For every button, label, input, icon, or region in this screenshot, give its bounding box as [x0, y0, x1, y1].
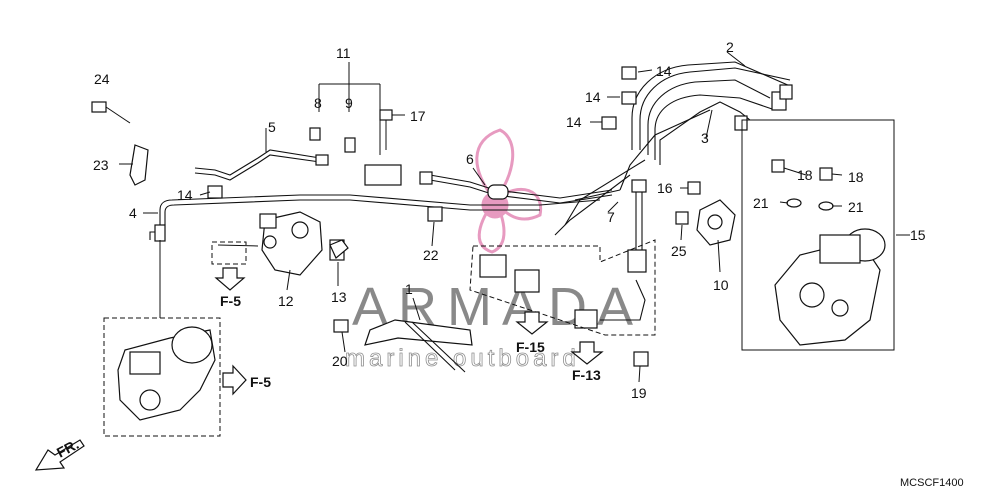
- callout-20: 20: [332, 353, 348, 369]
- front-direction-arrow-icon: [34, 439, 85, 471]
- reference-arrows: [34, 239, 656, 471]
- callout-25: 25: [671, 243, 687, 259]
- callout-16: 16: [657, 180, 673, 196]
- ref-f-5: F-5: [250, 374, 271, 390]
- callout-24: 24: [94, 71, 110, 87]
- callout-21: 21: [753, 195, 769, 211]
- delay-valve-12: [217, 211, 345, 276]
- callout-7: 7: [607, 209, 615, 225]
- callouts: 1 2 3 4 5 6 7 8 9 10 11 12 13 14 14 14 1…: [93, 39, 926, 401]
- callout-22: 22: [423, 247, 439, 263]
- callout-14: 14: [656, 63, 672, 79]
- callout-12: 12: [278, 293, 294, 309]
- callout-14: 14: [177, 187, 193, 203]
- brake-pipe-bundle-2: [554, 61, 793, 236]
- callout-5: 5: [268, 119, 276, 135]
- callout-8: 8: [314, 95, 322, 111]
- callout-3: 3: [701, 130, 709, 146]
- rear-abs-modulator-15: [741, 119, 895, 351]
- leader-lines: [119, 51, 910, 383]
- callout-18: 18: [848, 169, 864, 185]
- callout-10: 10: [713, 277, 729, 293]
- callout-21: 21: [848, 199, 864, 215]
- callout-13: 13: [331, 289, 347, 305]
- ref-f-15: F-15: [516, 339, 545, 355]
- diagram-code: MCSCF1400: [900, 477, 964, 489]
- callout-4: 4: [129, 205, 137, 221]
- callout-18: 18: [797, 167, 813, 183]
- callout-14: 14: [585, 89, 601, 105]
- callout-2: 2: [726, 39, 734, 55]
- arrow-down-icon: [214, 267, 246, 291]
- arrow-down-icon: [570, 341, 604, 365]
- callout-17: 17: [410, 108, 426, 124]
- callout-9: 9: [345, 95, 353, 111]
- watermark-propeller-icon: [475, 128, 543, 254]
- callout-15: 15: [910, 227, 926, 243]
- callout-11: 11: [336, 45, 351, 61]
- callout-14: 14: [566, 114, 582, 130]
- callout-19: 19: [631, 385, 647, 401]
- section-references: F-5 F-5 F-15 F-13: [220, 293, 601, 390]
- fasteners: [91, 66, 834, 367]
- callout-1: 1: [405, 281, 413, 297]
- arrow-down-icon: [515, 311, 549, 335]
- arrow-right-icon: [222, 364, 247, 396]
- brake-pipes-4-5-6-7: [149, 149, 647, 321]
- joints-and-brackets: [129, 144, 736, 373]
- callout-6: 6: [466, 151, 474, 167]
- front-abs-modulator: [103, 240, 221, 437]
- ref-f-13: F-13: [572, 367, 601, 383]
- ref-f-5: F-5: [220, 293, 241, 309]
- callout-23: 23: [93, 157, 109, 173]
